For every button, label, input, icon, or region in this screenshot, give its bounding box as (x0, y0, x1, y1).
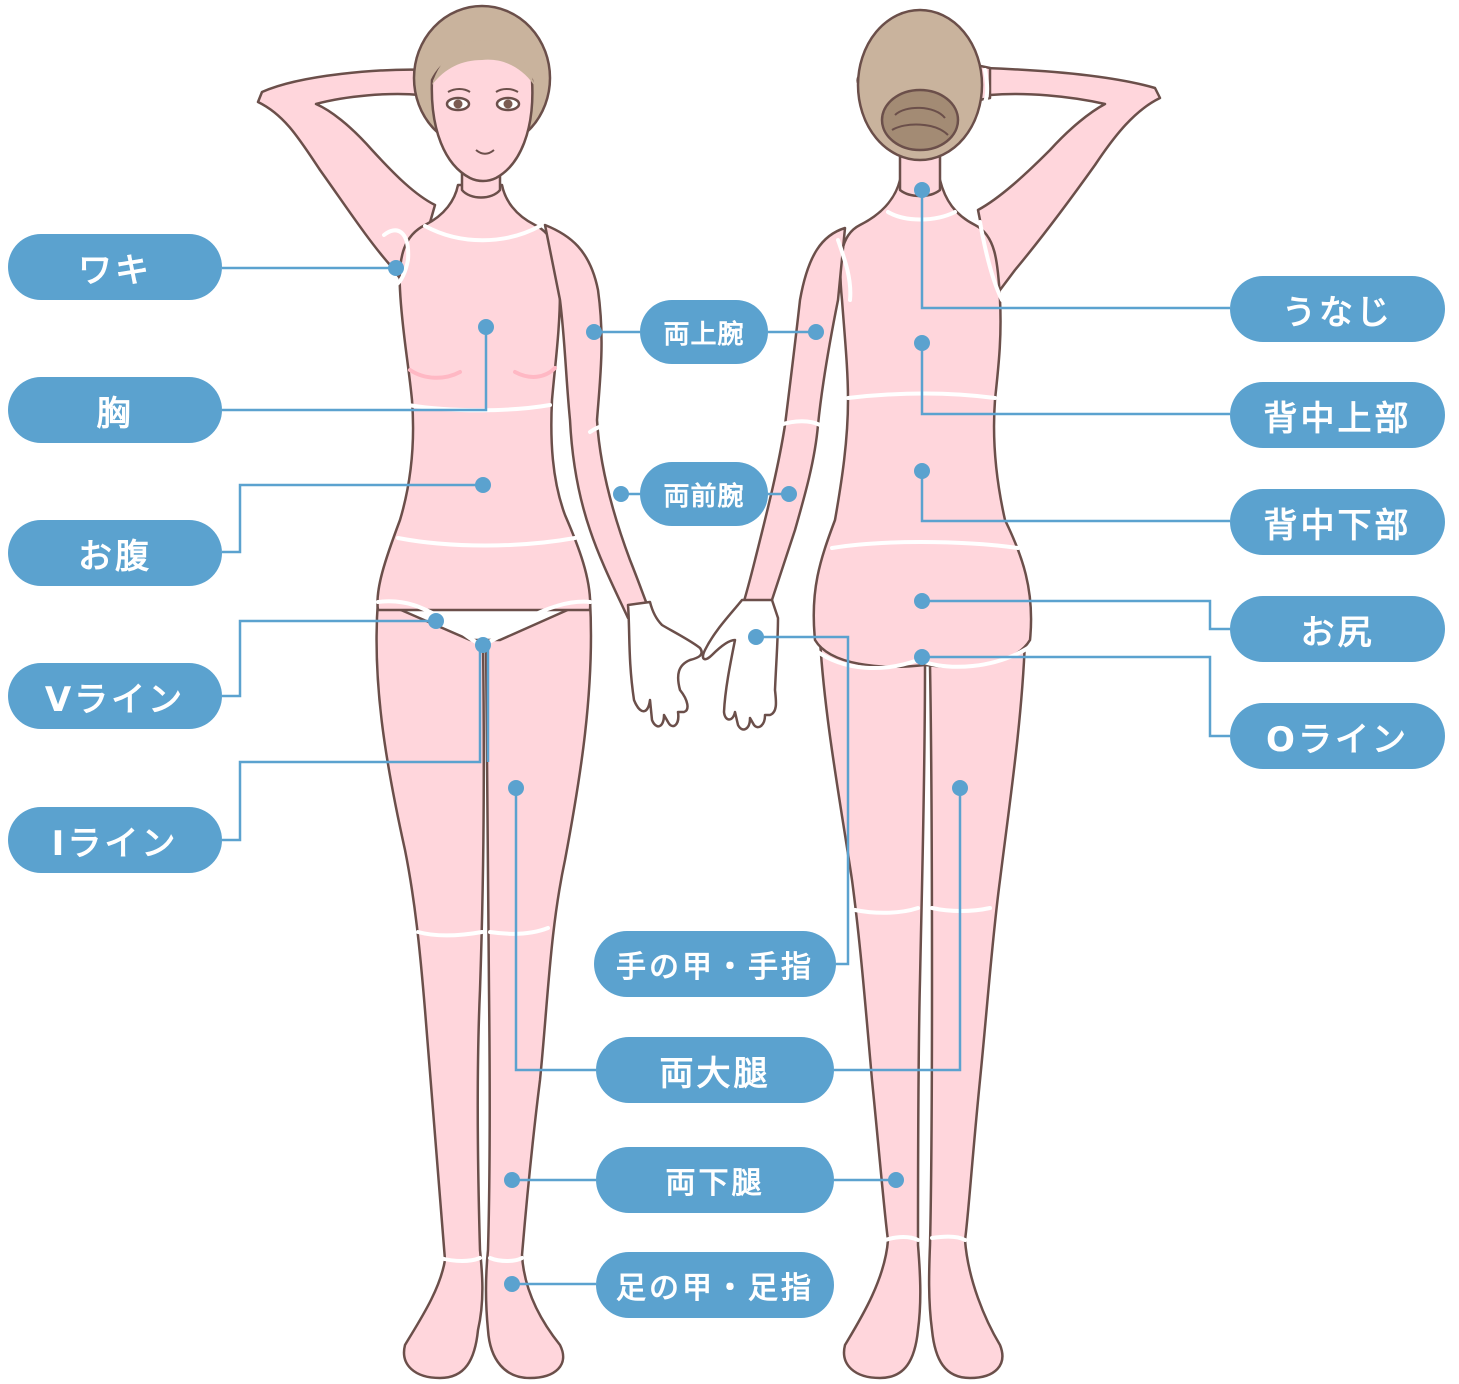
dot-senaka-jobu (914, 335, 930, 351)
label-ryo-zenwan[interactable]: 両前腕 (640, 462, 768, 526)
front-hand (628, 602, 702, 726)
dot-onaka (475, 477, 491, 493)
dot-daitai-back (952, 780, 968, 796)
label-o-line[interactable]: Oライン (1230, 703, 1445, 769)
dot-katai-back (888, 1172, 904, 1188)
dot-o-line (914, 649, 930, 665)
label-ryo-katai[interactable]: 両下腿 (596, 1147, 834, 1213)
back-hand (703, 600, 778, 729)
label-mune[interactable]: 胸 (8, 377, 222, 443)
label-unaji[interactable]: うなじ (1230, 276, 1445, 342)
label-onaka[interactable]: お腹 (8, 520, 222, 586)
dot-senaka-kabu (914, 463, 930, 479)
dot-ashi-no-ko (504, 1276, 520, 1292)
back-left-leg (820, 640, 925, 1378)
dot-oshiri (914, 593, 930, 609)
back-bun (882, 90, 958, 150)
label-ryo-daitai[interactable]: 両大腿 (596, 1037, 834, 1103)
dot-katai-front (504, 1172, 520, 1188)
label-i-line[interactable]: Iライン (8, 807, 222, 873)
back-raised-arm (978, 68, 1160, 290)
dot-unaji (914, 182, 930, 198)
dot-mune (478, 319, 494, 335)
label-v-line[interactable]: Vライン (8, 663, 222, 729)
dot-waki (388, 260, 404, 276)
dot-zenwan-front (613, 486, 629, 502)
dot-te-no-ko (748, 629, 764, 645)
dot-daitai-front (508, 780, 524, 796)
dot-jowan-back (808, 324, 824, 340)
label-waki[interactable]: ワキ (8, 234, 222, 300)
label-ryo-jowan[interactable]: 両上腕 (640, 300, 768, 364)
label-te-no-ko[interactable]: 手の甲・手指 (594, 931, 836, 997)
dot-v-line (428, 613, 444, 629)
dot-jowan-front (586, 324, 602, 340)
dot-zenwan-back (781, 486, 797, 502)
label-oshiri[interactable]: お尻 (1230, 596, 1445, 662)
label-senaka-kabu[interactable]: 背中下部 (1230, 489, 1445, 555)
label-ashi-no-ko[interactable]: 足の甲・足指 (596, 1252, 834, 1318)
dot-i-line (475, 637, 491, 653)
back-right-leg (929, 640, 1025, 1378)
label-senaka-jobu[interactable]: 背中上部 (1230, 382, 1445, 448)
